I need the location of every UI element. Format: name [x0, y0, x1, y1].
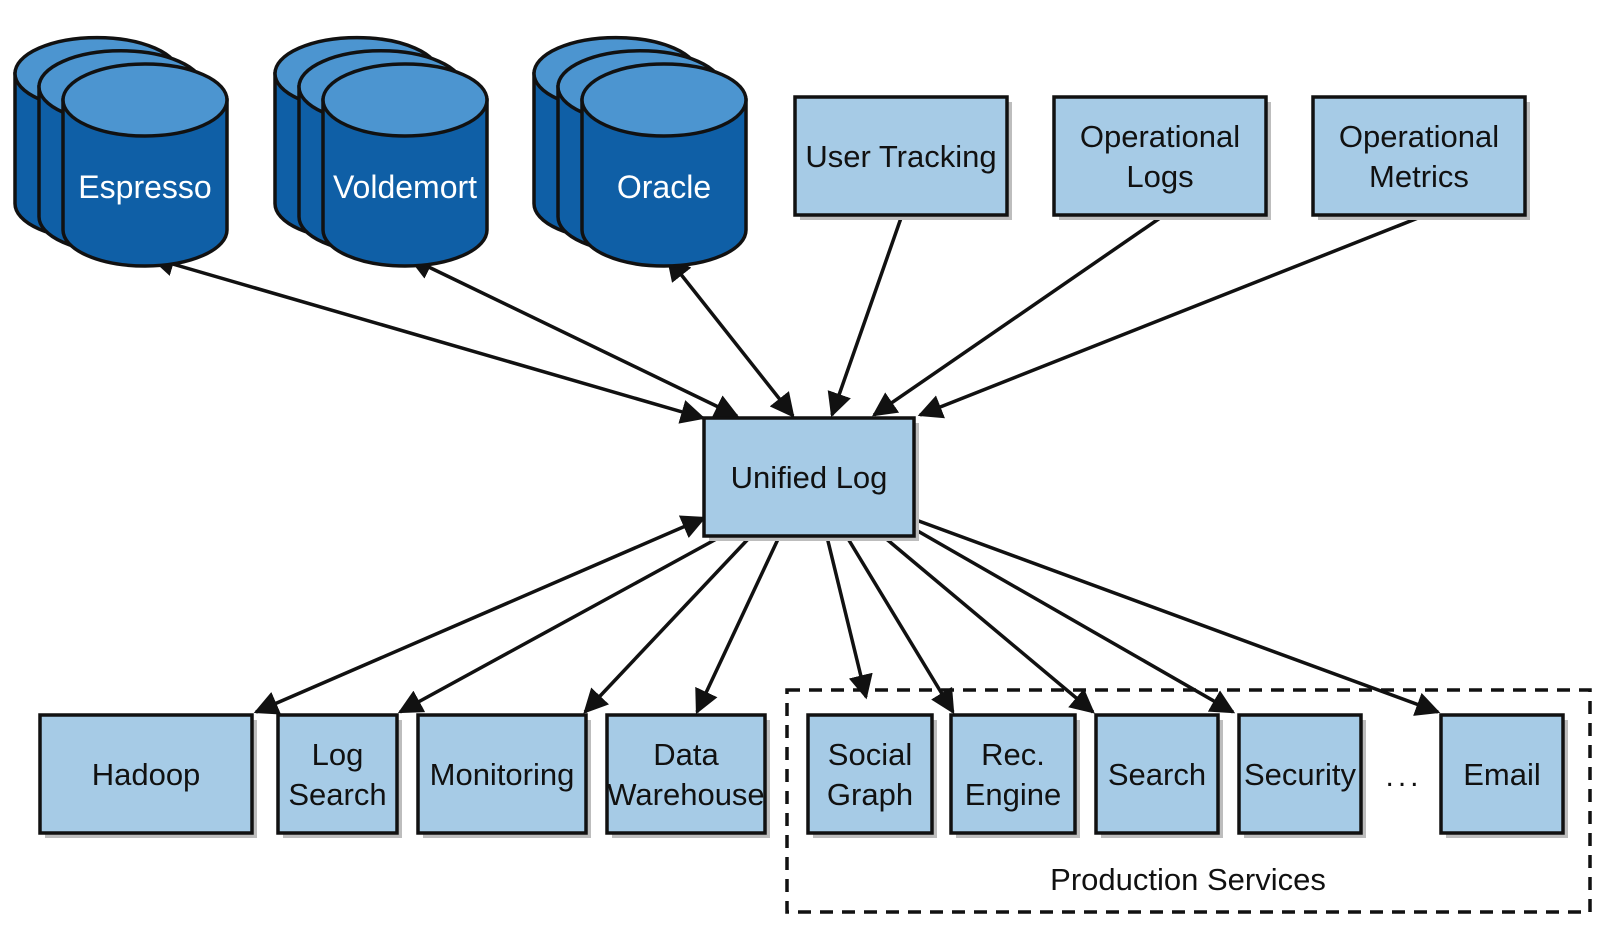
edge-operational-metrics-to-unified-log	[917, 216, 1419, 419]
production-services-label: Production Services	[1050, 862, 1326, 897]
edge-user-tracking-to-unified-log	[827, 217, 903, 418]
production-services-group: Production Services	[785, 688, 1592, 914]
operational-metrics-box	[1311, 95, 1527, 217]
consumer-search: Search	[1094, 713, 1223, 838]
hadoop-box	[38, 713, 254, 835]
log-search-label-line-2: Search	[288, 777, 386, 812]
log-search-box	[276, 713, 399, 835]
operational-metrics-label-line-1: Operational	[1339, 119, 1499, 154]
unified-log-label-line-1: Unified Log	[731, 460, 888, 495]
espresso-cylinder-top	[61, 62, 229, 138]
espresso-cylinder-body	[61, 98, 229, 268]
oracle-cylinder-body	[580, 98, 748, 268]
log-search-label-line-1: Log	[312, 737, 364, 772]
database-oracle: Oracle	[532, 35, 748, 268]
espresso-cylinder-3	[61, 62, 229, 268]
email-label-line-1: Email	[1463, 757, 1541, 792]
edge-unified-log-to-security	[915, 528, 1236, 714]
consumer-email: Email	[1439, 713, 1568, 838]
unified-log-box	[702, 416, 916, 538]
email-box	[1439, 713, 1565, 835]
source-user-tracking: User Tracking	[793, 95, 1012, 220]
oracle-label: Oracle	[617, 169, 711, 205]
edge-unified-log-to-hadoop	[253, 515, 707, 715]
edge-unified-log-to-log-search	[397, 535, 721, 714]
oracle-cylinder-top	[580, 62, 748, 138]
data-warehouse-label-line-2: Warehouse	[607, 777, 764, 812]
operational-logs-label-line-1: Operational	[1080, 119, 1240, 154]
security-box	[1237, 713, 1363, 835]
hub-unified-log: Unified Log	[702, 416, 919, 541]
voldemort-cylinder-3	[321, 62, 489, 268]
consumer-security: Security	[1237, 713, 1366, 838]
user-tracking-box	[793, 95, 1009, 217]
edges	[149, 216, 1441, 716]
consumer-monitoring: Monitoring	[416, 713, 591, 838]
espresso-label: Espresso	[78, 169, 211, 205]
search-label-line-1: Search	[1108, 757, 1206, 792]
data-warehouse-label-line-1: Data	[653, 737, 719, 772]
edge-unified-log-to-monitoring	[583, 535, 752, 714]
edge-unified-log-to-data-warehouse	[695, 536, 781, 715]
social-graph-box	[806, 713, 934, 835]
monitoring-box	[416, 713, 588, 835]
operational-logs-box	[1052, 95, 1268, 217]
voldemort-cylinder-body	[321, 98, 489, 268]
database-espresso: Espresso	[13, 35, 229, 268]
edge-unified-log-to-espresso	[149, 252, 706, 424]
security-label-line-1: Security	[1244, 757, 1356, 792]
operational-metrics-label-line-2: Metrics	[1369, 159, 1469, 194]
social-graph-label-line-2: Graph	[827, 777, 913, 812]
data-warehouse-box	[605, 713, 767, 835]
edge-unified-log-to-email	[915, 518, 1441, 716]
edge-unified-log-to-search	[882, 535, 1095, 714]
voldemort-label: Voldemort	[333, 169, 477, 205]
operational-logs-label-line-2: Logs	[1126, 159, 1193, 194]
nodes: Espresso Voldemort Oracle User Tracking Oper…	[13, 35, 1568, 838]
rec-engine-box	[949, 713, 1077, 835]
voldemort-cylinder-top	[321, 62, 489, 138]
edge-unified-log-to-oracle	[666, 256, 795, 418]
production-services-boundary	[785, 688, 1592, 914]
monitoring-label-line-1: Monitoring	[430, 757, 575, 792]
search-box	[1094, 713, 1220, 835]
more-services-ellipsis: ...	[1385, 760, 1422, 793]
database-voldemort: Voldemort	[273, 35, 489, 268]
edge-unified-log-to-social-graph	[825, 536, 873, 700]
user-tracking-label-line-1: User Tracking	[805, 139, 996, 174]
social-graph-label-line-1: Social	[828, 737, 912, 772]
consumer-rec-engine: Rec. Engine	[949, 713, 1080, 838]
consumer-hadoop: Hadoop	[38, 713, 257, 838]
oracle-cylinder-3	[580, 62, 748, 268]
rec-engine-label-line-1: Rec.	[981, 737, 1045, 772]
edge-operational-logs-to-unified-log	[871, 216, 1161, 417]
edge-unified-log-to-rec-engine	[845, 536, 955, 715]
hadoop-label-line-1: Hadoop	[92, 757, 201, 792]
rec-engine-label-line-2: Engine	[965, 777, 1062, 812]
